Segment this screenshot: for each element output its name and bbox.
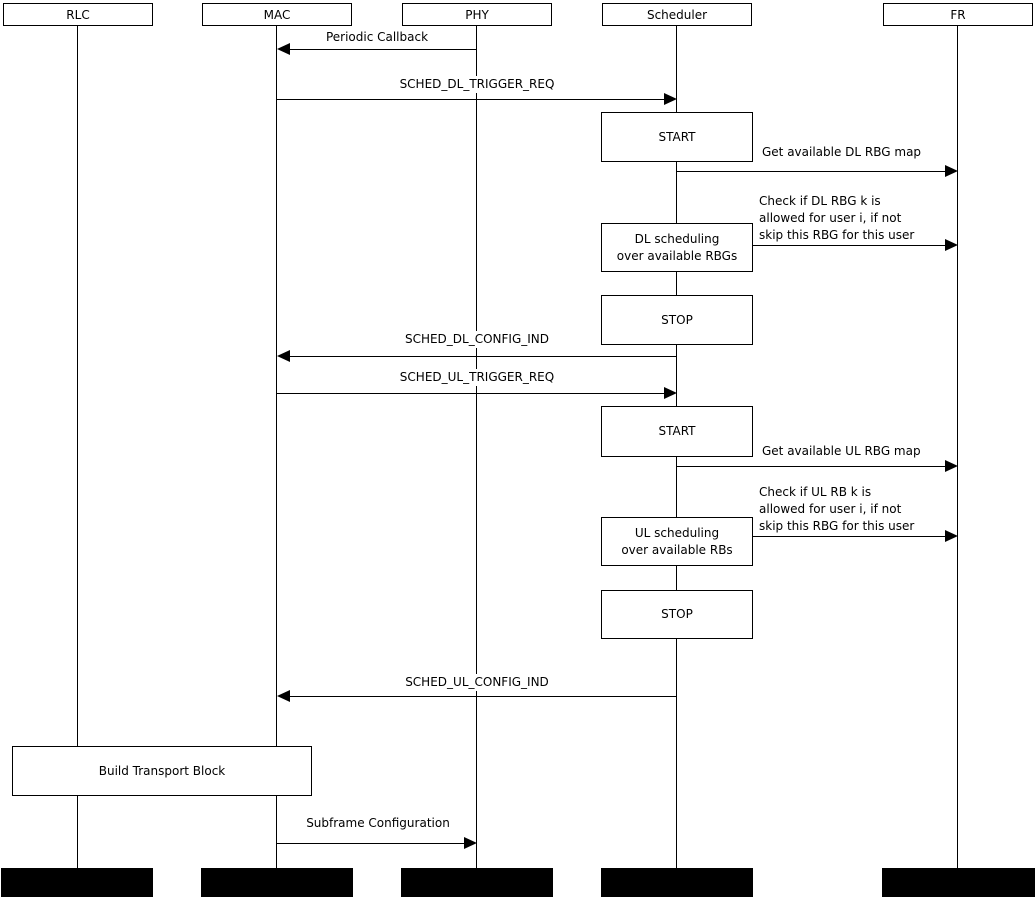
- lifeline-header-scheduler: Scheduler: [602, 3, 752, 26]
- activation-ul-scheduling: UL scheduling over available RBs: [601, 517, 753, 566]
- arrowhead-right-icon: [464, 837, 477, 849]
- message-line-sched-ul-config-ind: [290, 696, 677, 697]
- activation-start-ul-label: START: [658, 424, 696, 438]
- lifeline-header-rlc: RLC: [3, 3, 153, 26]
- lifeline-label-rlc: RLC: [66, 7, 90, 22]
- arrowhead-right-icon: [945, 239, 958, 251]
- lifeline-header-mac: MAC: [202, 3, 352, 26]
- terminator-bar-fr: [882, 868, 1035, 897]
- arrowhead-right-icon: [664, 93, 677, 105]
- terminator-bar-rlc: [1, 868, 153, 897]
- lifeline-rlc: [77, 26, 78, 868]
- message-label-periodic-callback: Periodic Callback: [302, 29, 452, 46]
- message-label-check-ul-rb: Check if UL RB k is allowed for user i, …: [759, 484, 915, 535]
- activation-build-transport-block-label: Build Transport Block: [98, 763, 226, 778]
- message-line-get-dl-rbg-map: [677, 171, 945, 172]
- message-label-subframe-configuration: Subframe Configuration: [302, 815, 454, 832]
- lifeline-label-phy: PHY: [465, 7, 489, 22]
- lifeline-label-scheduler: Scheduler: [646, 7, 708, 22]
- terminator-bar-phy: [401, 868, 553, 897]
- lifeline-phy: [476, 26, 477, 868]
- activation-build-transport-block: Build Transport Block: [12, 746, 312, 796]
- activation-stop-dl: STOP: [601, 295, 753, 345]
- message-line-sched-dl-trigger-req: [277, 99, 664, 100]
- message-line-get-ul-rbg-map: [677, 466, 945, 467]
- message-line-sched-ul-trigger-req: [277, 393, 664, 394]
- message-line-check-ul-rb: [753, 536, 945, 537]
- lifeline-label-mac: MAC: [263, 7, 291, 22]
- lifeline-header-fr: FR: [883, 3, 1033, 26]
- message-label-sched-ul-trigger-req: SCHED_UL_TRIGGER_REQ: [377, 369, 577, 386]
- activation-dl-scheduling-label: DL scheduling over available RBGs: [616, 231, 738, 263]
- message-line-periodic-callback: [290, 49, 477, 50]
- activation-stop-ul-label: STOP: [661, 607, 693, 621]
- message-line-subframe-configuration: [277, 843, 464, 844]
- arrowhead-right-icon: [945, 165, 958, 177]
- activation-start-ul: START: [601, 406, 753, 457]
- lifeline-mac: [276, 26, 277, 868]
- arrowhead-left-icon: [277, 43, 290, 55]
- message-line-check-dl-rbg: [753, 245, 945, 246]
- message-label-get-dl-rbg-map: Get available DL RBG map: [762, 144, 922, 161]
- message-label-sched-dl-trigger-req: SCHED_DL_TRIGGER_REQ: [377, 76, 577, 93]
- arrowhead-right-icon: [664, 387, 677, 399]
- terminator-bar-mac: [201, 868, 353, 897]
- activation-start-dl: START: [601, 112, 753, 162]
- lifeline-label-fr: FR: [950, 7, 966, 22]
- activation-start-dl-label: START: [658, 129, 696, 144]
- activation-stop-dl-label: STOP: [661, 312, 693, 327]
- message-line-sched-dl-config-ind: [290, 356, 677, 357]
- lifeline-fr: [957, 26, 958, 868]
- message-label-get-ul-rbg-map: Get available UL RBG map: [762, 443, 921, 460]
- lifeline-header-phy: PHY: [402, 3, 552, 26]
- message-label-check-dl-rbg: Check if DL RBG k is allowed for user i,…: [759, 193, 915, 244]
- arrowhead-left-icon: [277, 350, 290, 362]
- activation-stop-ul: STOP: [601, 590, 753, 639]
- terminator-bar-scheduler: [601, 868, 753, 897]
- message-label-sched-dl-config-ind: SCHED_DL_CONFIG_IND: [377, 331, 577, 348]
- arrowhead-left-icon: [277, 690, 290, 702]
- arrowhead-right-icon: [945, 460, 958, 472]
- arrowhead-right-icon: [945, 530, 958, 542]
- activation-dl-scheduling: DL scheduling over available RBGs: [601, 223, 753, 272]
- message-label-sched-ul-config-ind: SCHED_UL_CONFIG_IND: [377, 674, 577, 691]
- activation-ul-scheduling-label: UL scheduling over available RBs: [621, 525, 733, 557]
